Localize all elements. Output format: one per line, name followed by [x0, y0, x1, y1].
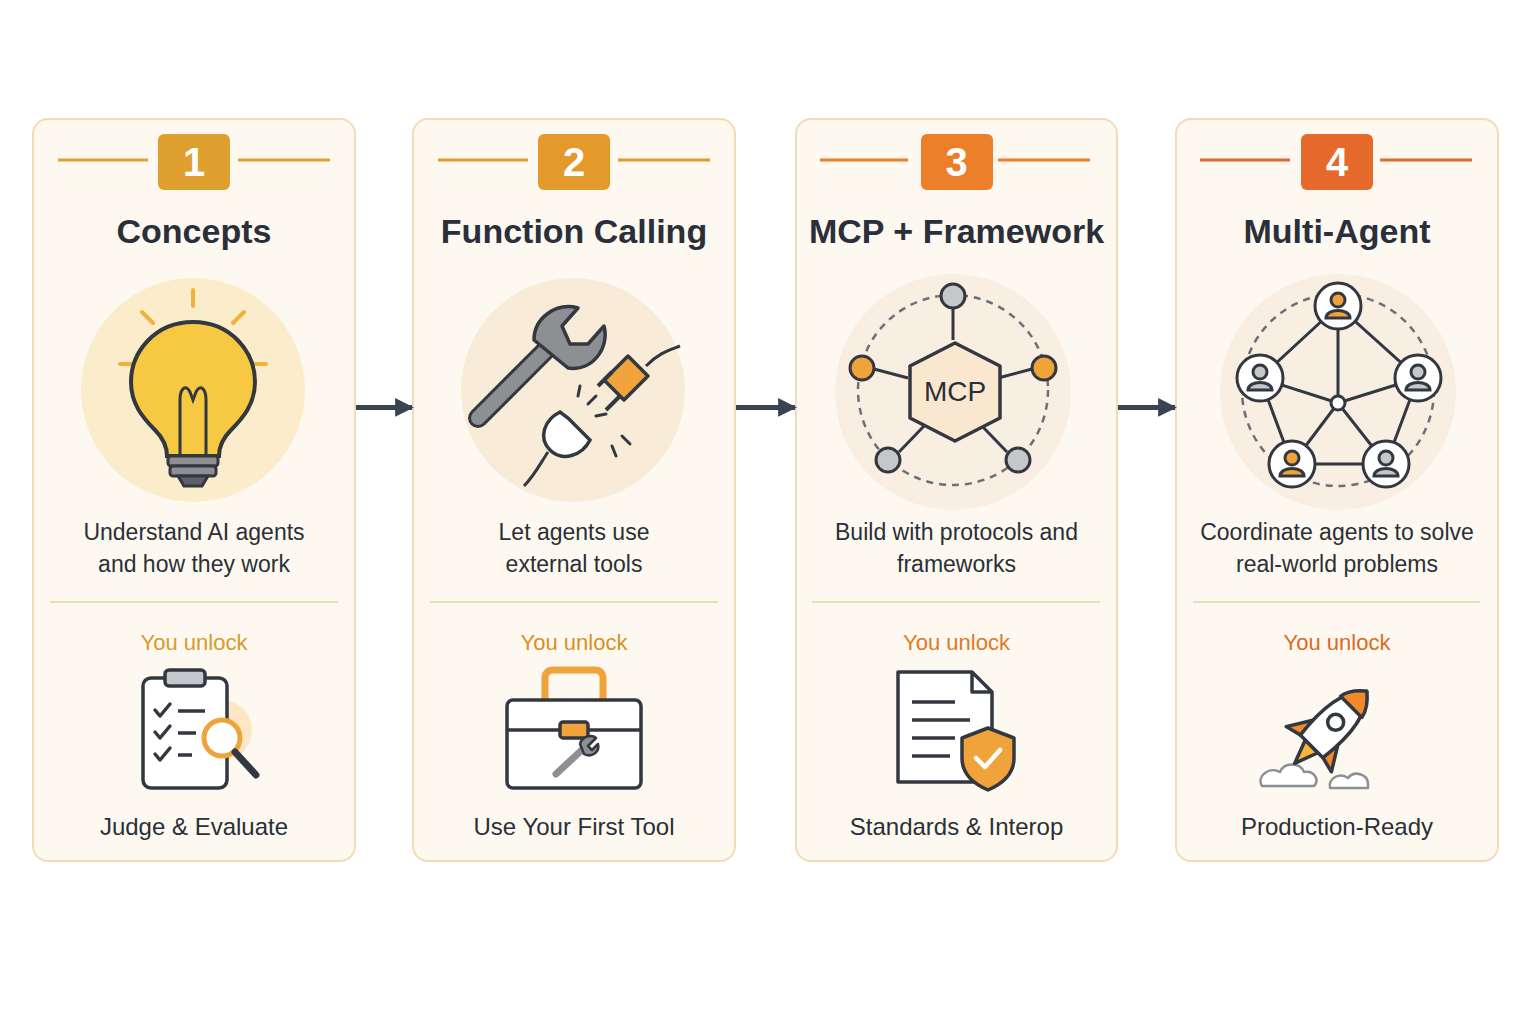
unlock-label: Use Your First Tool — [414, 810, 734, 844]
card-description: Understand AI agents and how they work — [69, 516, 319, 580]
step-number: 3 — [921, 134, 993, 190]
unlock-heading: You unlock — [34, 628, 354, 658]
step-badge: 4 — [1301, 134, 1373, 190]
unlock-heading: You unlock — [1177, 628, 1497, 658]
card-title: Multi-Agent — [1177, 208, 1497, 254]
card-description: Let agents use external tools — [469, 516, 679, 580]
flow-arrow — [356, 405, 412, 410]
step-badge: 3 — [921, 134, 993, 190]
step-badge: 1 — [158, 134, 230, 190]
unlock-heading: You unlock — [797, 628, 1116, 658]
card-description: Build with protocols and frameworks — [826, 516, 1088, 580]
unlock-label: Standards & Interop — [797, 810, 1116, 844]
card-title: Function Calling — [414, 208, 734, 254]
hexagon-label: MCP — [907, 340, 1003, 444]
card-description: Coordinate agents to solve real-world pr… — [1181, 516, 1493, 580]
card-title: Concepts — [34, 208, 354, 254]
stage-card: ConceptsUnderstand AI agents and how the… — [32, 118, 356, 862]
unlock-heading: You unlock — [414, 628, 734, 658]
stage-card: Multi-AgentCoordinate agents to solve re… — [1175, 118, 1499, 862]
step-number: 4 — [1301, 134, 1373, 190]
stage-card: MCP + FrameworkBuild with protocols and … — [795, 118, 1118, 862]
flow-arrow — [736, 405, 795, 410]
mcp-hexagon: MCP — [907, 340, 1003, 444]
stage-card: Function CallingLet agents use external … — [412, 118, 736, 862]
step-number: 1 — [158, 134, 230, 190]
unlock-label: Production-Ready — [1177, 810, 1497, 844]
step-number: 2 — [538, 134, 610, 190]
unlock-label: Judge & Evaluate — [34, 810, 354, 844]
flow-arrow — [1118, 405, 1175, 410]
card-title: MCP + Framework — [797, 208, 1116, 254]
step-badge: 2 — [538, 134, 610, 190]
